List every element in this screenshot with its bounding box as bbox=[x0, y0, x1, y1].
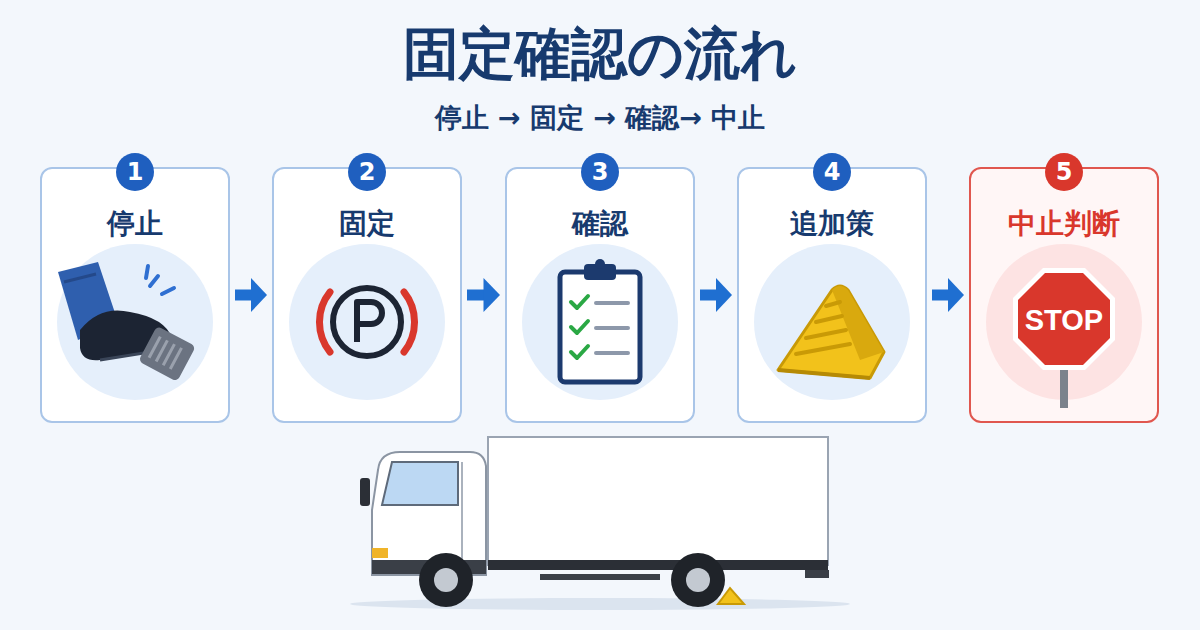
icon-disc bbox=[57, 244, 213, 400]
callout-number: 3 bbox=[592, 160, 609, 184]
card-ground bbox=[737, 167, 927, 423]
arrow-shaft bbox=[467, 290, 485, 301]
flow-arrow bbox=[235, 278, 267, 312]
step-card: 追加策4 bbox=[737, 167, 927, 423]
subtitle-text: 停止 → 固定 → 確認→ 中止 bbox=[0, 102, 1200, 134]
flow-arrow bbox=[467, 278, 500, 312]
step-card: 中止判断5 bbox=[969, 167, 1159, 423]
arrow-head bbox=[948, 278, 964, 312]
step-number-circle: 3 bbox=[581, 153, 619, 191]
wheel-chock-icon bbox=[778, 286, 884, 378]
arrow-shaft bbox=[932, 290, 949, 301]
card-ground bbox=[272, 167, 462, 423]
foot-pedal-icon bbox=[58, 262, 196, 382]
clipboard-icon bbox=[560, 259, 640, 382]
arrow-shaft bbox=[700, 290, 717, 301]
step-card: 固定2 bbox=[272, 167, 462, 423]
parking-brake-icon bbox=[319, 288, 414, 356]
step-number-circle: 5 bbox=[1045, 153, 1083, 191]
arrow-head bbox=[251, 278, 267, 312]
step-label: 確認 bbox=[507, 207, 693, 241]
arrow-head bbox=[484, 278, 501, 312]
card-ground bbox=[969, 167, 1159, 423]
icon-disc bbox=[754, 244, 910, 400]
icon-disc bbox=[289, 244, 445, 400]
diagram-title: 固定確認の流れ bbox=[0, 20, 1200, 87]
stop-sign-text: STOP bbox=[1014, 303, 1114, 338]
arrow-shaft bbox=[235, 290, 252, 301]
step-number-circle: 2 bbox=[348, 153, 386, 191]
arrow-head bbox=[716, 278, 732, 312]
step-label: 中止判断 bbox=[971, 207, 1157, 241]
card-ground bbox=[505, 167, 695, 423]
truck-illustration bbox=[350, 437, 850, 610]
stop-sign-icon bbox=[1013, 268, 1115, 408]
callout-number: 4 bbox=[824, 160, 841, 184]
flow-arrow bbox=[932, 278, 964, 312]
step-label: 追加策 bbox=[739, 207, 925, 241]
step-card: 停止1 bbox=[40, 167, 230, 423]
callout-number: 2 bbox=[359, 160, 376, 184]
step-card: 確認3 bbox=[505, 167, 695, 423]
callout-number: 1 bbox=[127, 160, 144, 184]
step-number-circle: 4 bbox=[813, 153, 851, 191]
icon-disc bbox=[522, 244, 678, 400]
callout-number: 5 bbox=[1056, 160, 1073, 184]
step-label: 固定 bbox=[274, 207, 460, 241]
flow-arrow bbox=[700, 278, 732, 312]
step-label: 停止 bbox=[42, 207, 228, 241]
step-number-circle: 1 bbox=[116, 153, 154, 191]
card-ground bbox=[40, 167, 230, 423]
